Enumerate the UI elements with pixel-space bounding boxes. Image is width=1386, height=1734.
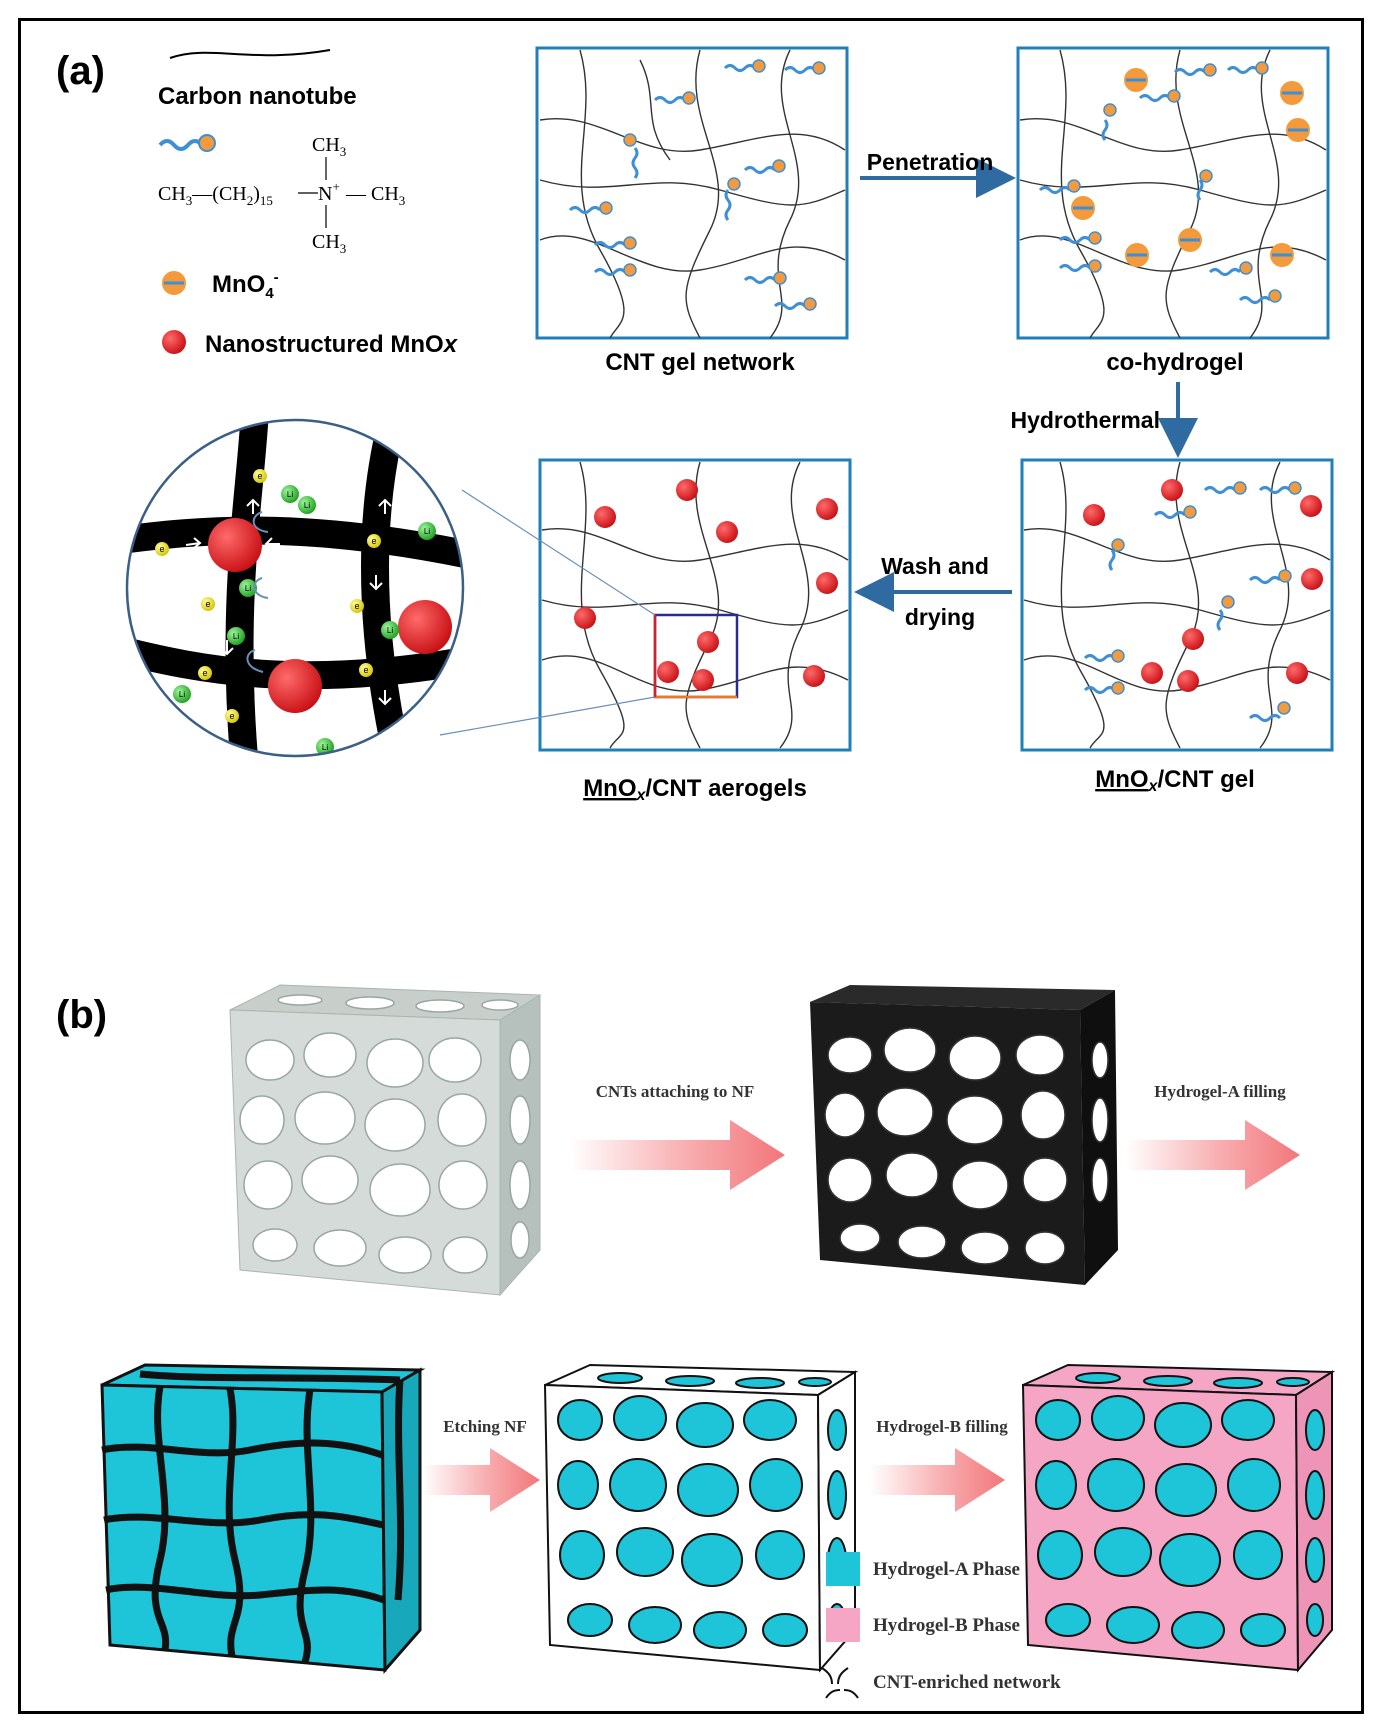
- cnt-gel-network-caption: CNT gel network: [605, 349, 795, 376]
- wash-drying-arrow: Wash and drying: [854, 553, 1012, 630]
- nanotube-legend-line: [169, 49, 331, 59]
- mnox-particles-box4: [574, 479, 838, 691]
- wash-label: Wash and: [881, 553, 989, 579]
- zoom-electrons: e e e e e e e e: [155, 469, 381, 723]
- permanganate-legend-label: MnO4-: [212, 269, 279, 302]
- svg-text:e: e: [159, 544, 164, 554]
- figure-frame: [18, 18, 1364, 1714]
- mnox-cnt-gel-box: MnOx/CNT gel: [1020, 458, 1334, 795]
- zoom-electron-paths: [185, 498, 392, 709]
- hydrogel-b-filling-label: Hydrogel-B filling: [876, 1417, 1008, 1436]
- hydrothermal-arrow: Hydrothermal: [1010, 382, 1198, 458]
- cnts-attaching-label: CNTs attaching to NF: [596, 1082, 755, 1101]
- svg-text:Li: Li: [245, 584, 251, 593]
- svg-text:e: e: [202, 668, 207, 678]
- svg-text:Li: Li: [287, 490, 293, 499]
- legend-label-hydrogel-a: Hydrogel-A Phase: [873, 1559, 1020, 1580]
- legend-label-hydrogel-b: Hydrogel-B Phase: [873, 1615, 1020, 1636]
- panel-a-label: (a): [56, 49, 105, 93]
- surfactants-box1: [568, 59, 826, 311]
- hydrothermal-label: Hydrothermal: [1010, 407, 1160, 433]
- penetration-label: Penetration: [867, 149, 994, 175]
- panel-b: (b) CNTs attachin: [56, 984, 1336, 1699]
- etching-nf-arrow: Etching NF: [422, 1417, 540, 1512]
- mnox-legend-label: Nanostructured MnOx: [205, 331, 459, 358]
- cnt-gel-network-box: CNT gel network: [535, 46, 849, 376]
- svg-text:e: e: [229, 711, 234, 721]
- svg-text:e: e: [354, 601, 359, 611]
- mnox-cnt-aerogel-box: MnOx/CNT aerogels: [538, 458, 852, 804]
- etched-cube: [543, 1363, 859, 1673]
- svg-text:e: e: [205, 599, 210, 609]
- svg-text:Li: Li: [304, 501, 310, 510]
- svg-text:CH3—(CH2)15: CH3—(CH2)15: [158, 183, 273, 208]
- co-hydrogel-caption: co-hydrogel: [1106, 349, 1243, 376]
- hydrogel-a-filling-label: Hydrogel-A filling: [1154, 1082, 1286, 1101]
- svg-text:Li: Li: [424, 527, 430, 536]
- panel-a: (a) Carbon nanotube CH3—(CH2)15 N+ — CH3…: [56, 46, 1334, 804]
- zoom-inset: e e e e e e e e: [125, 418, 465, 758]
- surfactants-box3: [1083, 481, 1302, 722]
- svg-text:e: e: [371, 536, 376, 546]
- svg-text:N+: N+: [318, 179, 340, 205]
- surfactant-legend-icon: [158, 134, 216, 152]
- svg-text:Li: Li: [179, 690, 185, 699]
- mnox-particles-box3: [1083, 479, 1323, 692]
- svg-text:e: e: [257, 471, 262, 481]
- cnts-attaching-arrow: CNTs attaching to NF: [570, 1082, 785, 1190]
- hydrogel-b-cube: [1021, 1363, 1336, 1673]
- surfactants-box2: [1038, 61, 1282, 304]
- nickel-foam-cube: [229, 984, 542, 1297]
- legend-swatch-hydrogel-b: [826, 1608, 860, 1642]
- svg-text:— CH3: — CH3: [345, 183, 405, 208]
- hydrogel-a-cube: [100, 1363, 426, 1674]
- panel-a-legend: Carbon nanotube CH3—(CH2)15 N+ — CH3 CH3…: [158, 49, 459, 358]
- mnox-legend-dot: [162, 330, 186, 354]
- legend-swatch-hydrogel-a: [826, 1552, 860, 1586]
- etching-nf-label: Etching NF: [443, 1417, 527, 1436]
- panel-b-label: (b): [56, 993, 107, 1037]
- legend-swatch-cnt-network: [821, 1667, 859, 1699]
- co-hydrogel-box: co-hydrogel: [1016, 46, 1330, 376]
- permanganate-legend-icon: [162, 271, 186, 295]
- svg-text:e: e: [363, 665, 368, 675]
- mnox-cnt-aerogel-caption: MnOx/CNT aerogels: [583, 775, 807, 804]
- svg-text:Li: Li: [415, 709, 421, 718]
- zoom-connector-top: [461, 489, 656, 616]
- nanotube-legend-label: Carbon nanotube: [158, 83, 357, 110]
- hydrogel-b-filling-arrow: Hydrogel-B filling: [870, 1417, 1008, 1512]
- svg-text:Li: Li: [387, 626, 393, 635]
- svg-text:Li: Li: [233, 632, 239, 641]
- panel-b-legend: Hydrogel-A Phase Hydrogel-B Phase CNT-en…: [821, 1552, 1061, 1699]
- svg-text:CH3: CH3: [312, 134, 346, 159]
- cnt-coated-cube: [810, 985, 1118, 1285]
- penetration-arrow: Penetration: [860, 149, 1016, 198]
- legend-label-cnt-network: CNT-enriched network: [873, 1672, 1061, 1693]
- drying-label: drying: [905, 604, 975, 630]
- mnox-cnt-gel-caption: MnOx/CNT gel: [1095, 766, 1255, 795]
- hydrogel-a-filling-arrow: Hydrogel-A filling: [1125, 1082, 1300, 1190]
- svg-text:CH3: CH3: [312, 231, 346, 256]
- surfactant-formula: CH3—(CH2)15 N+ — CH3 CH3 CH3: [158, 134, 405, 256]
- svg-text:Li: Li: [322, 743, 328, 752]
- permanganate-ions-box2: [1071, 68, 1310, 267]
- zoom-mnox-particles: [208, 518, 452, 713]
- zoom-connector-bottom: [439, 696, 656, 736]
